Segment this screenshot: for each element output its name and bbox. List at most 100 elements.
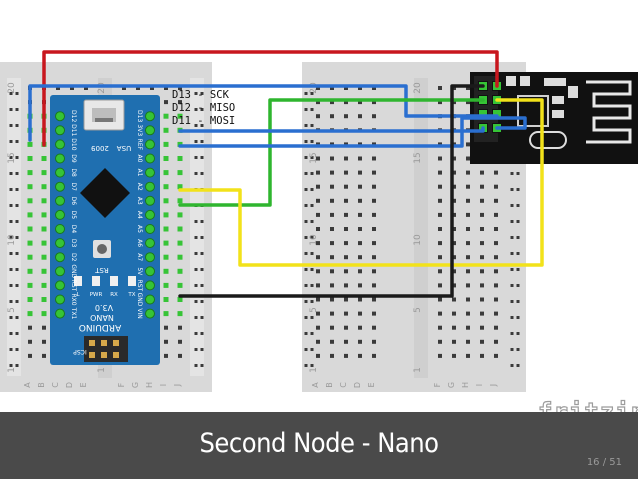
- breadboard-hole: [164, 353, 168, 358]
- connected-hole: [41, 184, 47, 190]
- connected-hole: [177, 297, 183, 302]
- breadboard-hole: [372, 283, 376, 288]
- row-number: 1: [97, 367, 107, 373]
- breadboard-hole: [330, 325, 334, 330]
- breadboard-hole: [480, 311, 484, 316]
- connected-hole: [163, 127, 169, 133]
- breadboard-hole: [438, 100, 442, 105]
- rail-hole: [200, 268, 204, 271]
- breadboard-hole: [466, 142, 470, 147]
- breadboard-hole: [56, 86, 60, 90]
- rail-hole: [15, 348, 19, 351]
- row-number: 10: [7, 234, 17, 246]
- rail-hole: [15, 284, 19, 287]
- wiring-svg: 20202020151515151010101055551111AABBCCDD…: [0, 50, 638, 392]
- nano-pin-label: GND: [70, 264, 77, 278]
- miso-wire: [178, 98, 485, 207]
- breadboard-hole: [372, 269, 376, 274]
- breadboard-hole: [164, 86, 168, 90]
- breadboard-hole: [344, 325, 348, 330]
- nano-pin: [145, 209, 155, 220]
- nano-pin: [145, 111, 155, 122]
- rail-hole: [510, 268, 514, 271]
- rail-hole: [510, 204, 514, 207]
- connected-hole: [177, 254, 183, 260]
- breadboard-hole: [330, 212, 334, 217]
- breadboard-hole: [316, 86, 320, 90]
- rail-hole: [194, 124, 198, 127]
- rail-hole: [304, 156, 308, 159]
- breadboard-hole: [164, 100, 168, 105]
- breadboard-hole: [452, 269, 456, 274]
- rail-hole: [304, 140, 308, 143]
- breadboard-hole: [344, 241, 348, 246]
- rail-hole: [9, 172, 13, 175]
- breadboard-hole: [372, 353, 376, 358]
- breadboard-hole: [316, 297, 320, 302]
- nano-pin: [145, 125, 155, 136]
- breadboard-hole: [316, 339, 320, 344]
- nano-pin-label: A3: [136, 197, 143, 205]
- slide-title: Second Node - Nano: [199, 428, 439, 459]
- nano-pin-label: GND: [136, 293, 143, 307]
- rail-hole: [194, 92, 198, 95]
- rail-hole: [310, 204, 314, 207]
- nano-pin: [55, 181, 65, 192]
- breadboard-hole: [466, 241, 470, 246]
- nano-pin-label: D2: [70, 253, 77, 262]
- rail-hole: [310, 348, 314, 351]
- connected-hole: [163, 282, 169, 288]
- breadboard-hole: [452, 311, 456, 316]
- connected-hole: [163, 212, 169, 218]
- connected-hole: [163, 156, 169, 161]
- breadboard-hole: [316, 198, 320, 203]
- row-number: 1: [7, 367, 17, 373]
- rail-hole: [194, 284, 198, 287]
- nano-pin: [55, 153, 65, 164]
- nano-pin-label: D11: [70, 124, 77, 136]
- rail-hole: [304, 108, 308, 111]
- rail-hole: [200, 300, 204, 303]
- connected-hole: [177, 198, 183, 204]
- breadboard-hole: [358, 86, 362, 90]
- rail-hole: [9, 268, 13, 271]
- rail-hole: [310, 236, 314, 239]
- column-letter: J: [489, 384, 498, 387]
- rail-hole: [510, 364, 514, 367]
- rail-hole: [15, 300, 19, 303]
- rail-hole: [516, 348, 520, 351]
- breadboard-hole: [358, 311, 362, 316]
- rail-hole: [304, 332, 308, 335]
- breadboard-hole: [316, 170, 320, 175]
- rail-hole: [510, 236, 514, 239]
- rail-hole: [304, 252, 308, 255]
- connected-hole: [163, 297, 169, 302]
- rail-hole: [304, 124, 308, 127]
- breadboard-hole: [330, 184, 334, 189]
- connected-hole: [163, 170, 169, 176]
- nano-pin: [55, 209, 65, 220]
- breadboard-hole: [466, 339, 470, 344]
- breadboard-hole: [344, 297, 348, 302]
- column-letter: H: [461, 382, 470, 388]
- breadboard-hole: [164, 325, 168, 330]
- breadboard-hole: [178, 339, 182, 344]
- connected-hole: [177, 156, 183, 161]
- rail-hole: [510, 348, 514, 351]
- nano-pin: [55, 252, 65, 263]
- breadboard-hole: [466, 283, 470, 288]
- nano-pin-label: A1: [136, 169, 143, 177]
- rail-hole: [15, 188, 19, 191]
- breadboard-hole: [28, 339, 32, 344]
- connected-hole: [163, 113, 169, 119]
- connected-hole: [27, 254, 33, 260]
- breadboard-hole: [358, 198, 362, 203]
- breadboard-hole: [494, 170, 498, 175]
- breadboard-hole: [358, 227, 362, 231]
- breadboard-hole: [330, 114, 334, 119]
- breadboard-hole: [150, 86, 154, 90]
- rail-hole: [304, 268, 308, 271]
- breadboard-hole: [466, 100, 470, 105]
